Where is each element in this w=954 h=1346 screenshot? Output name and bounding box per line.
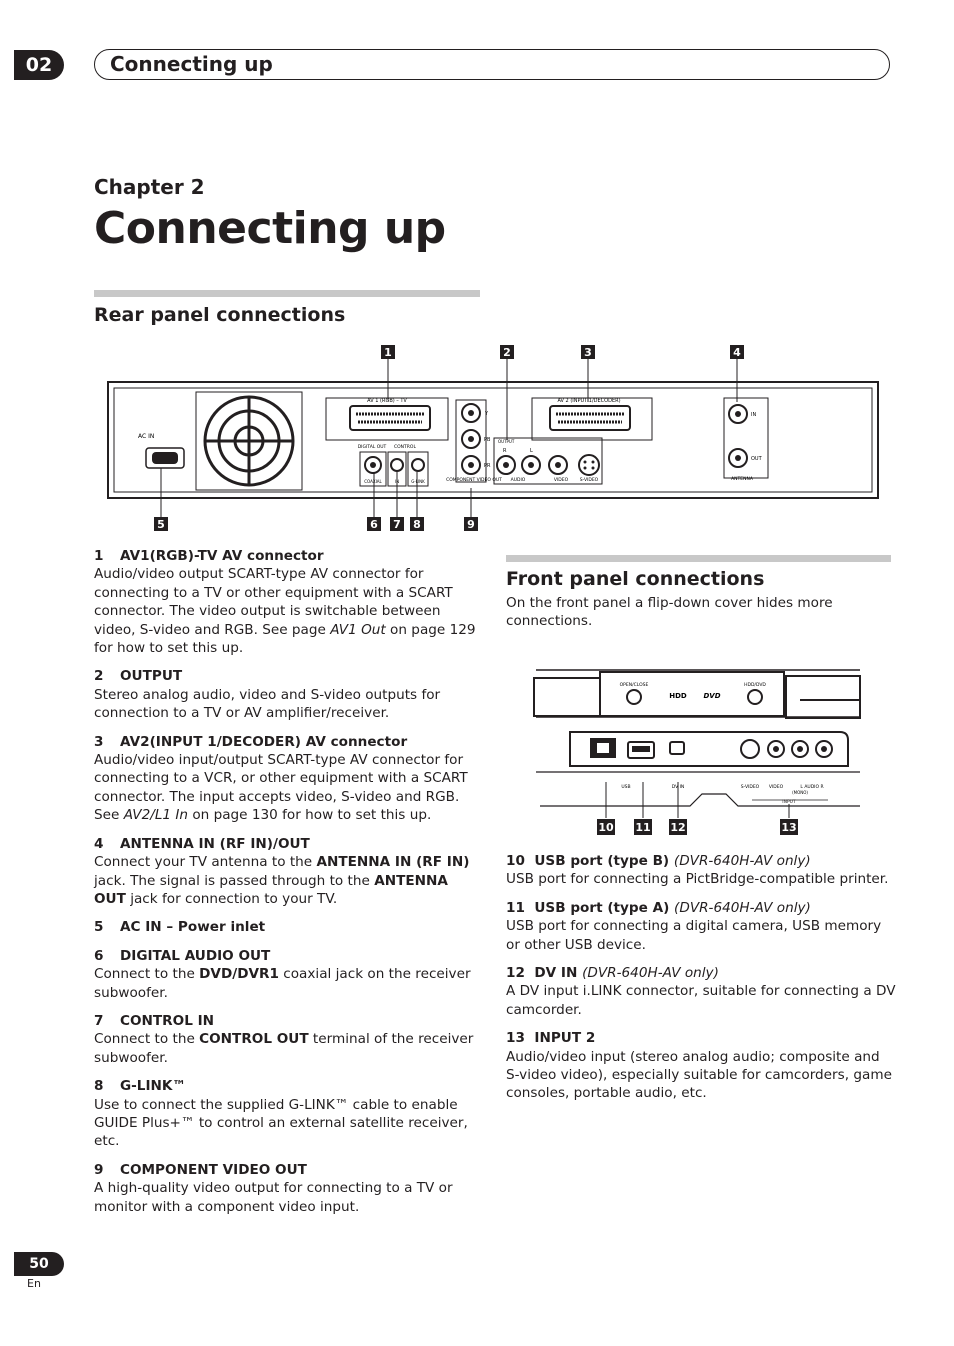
chapter-number-tab: 02 <box>14 50 64 80</box>
svg-text:AUDIO: AUDIO <box>511 477 526 483</box>
front-item: 10 USB port (type B) (DVR-640H-AV only) … <box>506 853 889 888</box>
front-item: 11 USB port (type A) (DVR-640H-AV only) … <box>506 899 882 953</box>
header-title: Connecting up <box>110 52 273 76</box>
front-panel-diagram: OPEN/CLOSE HDD DVD HDD/DVD USB DV IN S-V… <box>533 669 861 835</box>
chapter-label: Chapter 2 <box>94 175 205 199</box>
svg-text:AC IN: AC IN <box>138 433 154 440</box>
svg-text:5: 5 <box>157 518 165 531</box>
svg-text:9: 9 <box>467 518 475 531</box>
svg-text:DIGITAL OUT: DIGITAL OUT <box>358 444 387 450</box>
callout-10: 10 <box>597 819 615 835</box>
g-link-jack <box>411 458 425 472</box>
svg-text:HDD: HDD <box>669 692 687 700</box>
section-rule-front <box>506 555 891 562</box>
svg-text:COMPONENT VIDEO OUT: COMPONENT VIDEO OUT <box>446 477 502 483</box>
svg-text:L: L <box>530 448 533 454</box>
svg-text:7: 7 <box>393 518 401 531</box>
svg-text:IN: IN <box>751 412 756 418</box>
svg-text:13: 13 <box>781 821 796 834</box>
svg-text:IN: IN <box>395 479 399 484</box>
svg-text:CONTROL: CONTROL <box>394 444 416 450</box>
callout-8: 8 <box>410 517 424 531</box>
svg-text:L AUDIO R: L AUDIO R <box>800 784 823 790</box>
language-code: En <box>27 1277 41 1290</box>
callout-2: 2 <box>500 345 514 359</box>
svg-text:Y: Y <box>484 411 489 417</box>
svg-text:6: 6 <box>370 518 378 531</box>
callout-12: 12 <box>669 819 687 835</box>
hdd-dvd-button <box>747 689 763 705</box>
control-in-jack <box>390 458 404 472</box>
svg-text:(MONO): (MONO) <box>792 790 808 795</box>
svg-text:VIDEO: VIDEO <box>554 477 569 483</box>
dv-in-port <box>669 741 685 755</box>
front-intro: On the front panel a flip-down cover hid… <box>506 595 833 630</box>
av2-scart-connector <box>549 405 631 431</box>
av1-scart-connector <box>349 405 431 431</box>
svg-text:ANTENNA: ANTENNA <box>731 476 754 482</box>
callout-7: 7 <box>390 517 404 531</box>
svg-text:OUTPUT: OUTPUT <box>498 439 515 444</box>
callout-1: 1 <box>381 345 395 359</box>
svg-text:11: 11 <box>635 821 650 834</box>
svg-text:INPUT: INPUT <box>782 799 796 805</box>
svg-text:PR: PR <box>484 463 491 469</box>
fan-grille <box>195 391 303 491</box>
svg-text:8: 8 <box>413 518 421 531</box>
svg-text:10: 10 <box>598 821 614 834</box>
svg-text:S-VIDEO: S-VIDEO <box>580 477 599 483</box>
callout-6: 6 <box>367 517 381 531</box>
svg-text:3: 3 <box>584 346 592 359</box>
open-close-button <box>626 689 642 705</box>
svg-text:R: R <box>503 448 507 454</box>
front-item: 13 INPUT 2 Audio/video input (stereo ana… <box>506 1030 892 1102</box>
page-number: 50 <box>14 1252 64 1276</box>
svg-text:2: 2 <box>503 346 511 359</box>
svg-text:OUT: OUT <box>751 456 763 462</box>
callout-5: 5 <box>154 517 168 531</box>
svg-text:S-VIDEO: S-VIDEO <box>741 784 760 790</box>
page-title: Connecting up <box>94 203 446 254</box>
header-frame <box>94 49 890 80</box>
callout-4: 4 <box>730 345 744 359</box>
callout-9: 9 <box>464 517 478 531</box>
front-heading: Front panel connections <box>506 568 765 590</box>
svg-text:G-LINK: G-LINK <box>411 479 425 484</box>
rear-heading: Rear panel connections <box>94 304 346 326</box>
svg-text:DVD: DVD <box>703 692 720 700</box>
front-item: 12 DV IN (DVR-640H-AV only) A DV input i… <box>506 965 896 1018</box>
front-svideo-jack <box>740 739 760 759</box>
callout-11: 11 <box>634 819 652 835</box>
callout-13: 13 <box>780 819 798 835</box>
section-rule-rear <box>94 290 480 297</box>
svg-text:PB: PB <box>484 437 491 443</box>
svg-text:4: 4 <box>733 346 741 359</box>
callout-3: 3 <box>581 345 595 359</box>
svg-text:HDD/DVD: HDD/DVD <box>744 682 766 688</box>
svg-text:VIDEO: VIDEO <box>769 784 784 790</box>
svg-text:AV 1 (RGB) – TV: AV 1 (RGB) – TV <box>367 398 407 404</box>
svg-text:1: 1 <box>384 346 392 359</box>
svg-text:COAXIAL: COAXIAL <box>364 479 382 484</box>
rear-panel-diagram: 1 2 3 4 AC IN AV 1 (RGB) – TV DIGITAL OU… <box>107 345 879 531</box>
svg-text:12: 12 <box>670 821 685 834</box>
svg-text:USB: USB <box>621 784 630 790</box>
front-items-list: 10 USB port (type B) (DVR-640H-AV only) … <box>506 852 896 1113</box>
svg-text:OPEN/CLOSE: OPEN/CLOSE <box>620 682 649 688</box>
svg-text:AV 2 (INPUT 1/DECODER): AV 2 (INPUT 1/DECODER) <box>557 398 620 404</box>
